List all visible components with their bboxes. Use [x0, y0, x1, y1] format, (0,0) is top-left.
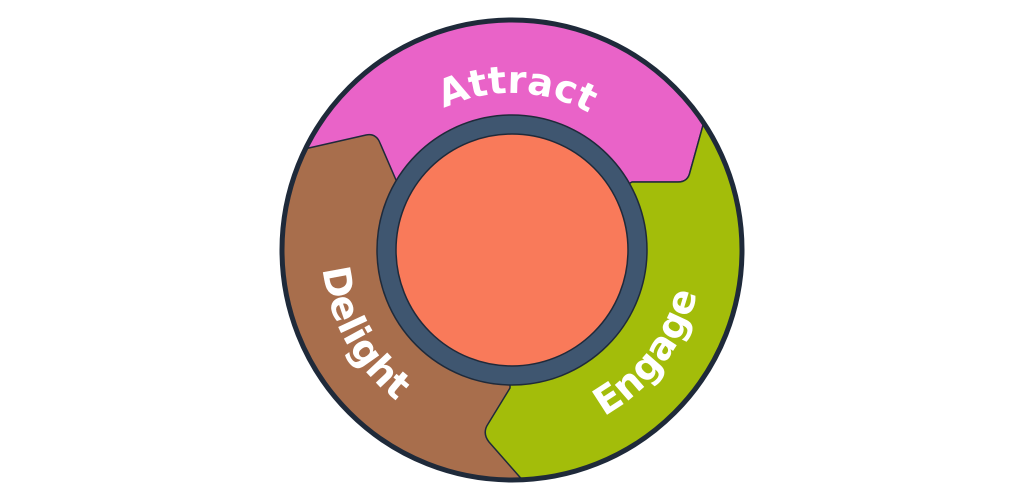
hub-center — [395, 133, 629, 367]
outer-rim — [279, 17, 745, 483]
